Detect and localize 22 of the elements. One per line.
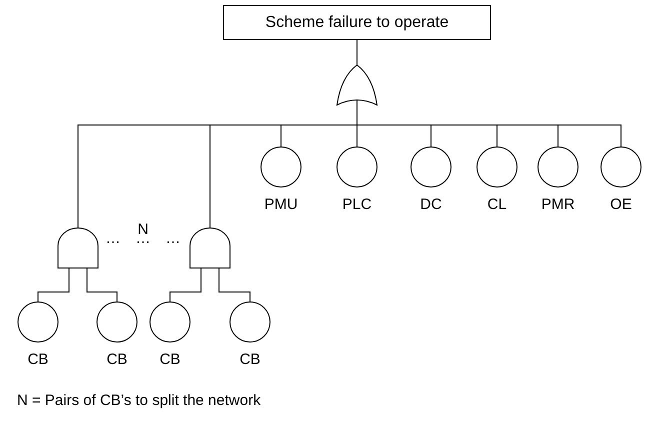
event-label: DC xyxy=(420,196,442,213)
ellipsis-text: … xyxy=(106,230,120,247)
and-gate-symbol xyxy=(58,228,98,268)
event-label: CB xyxy=(28,351,48,368)
connector-line xyxy=(356,40,358,66)
event-label: CB xyxy=(160,351,180,368)
top-event-box: Scheme failure to operate xyxy=(223,5,491,40)
caption: N = Pairs of CB’s to split the network xyxy=(17,392,261,409)
and-gate-symbol xyxy=(190,228,230,268)
event-label: CB xyxy=(240,351,260,368)
connector-line xyxy=(170,268,202,302)
event-label: PMU xyxy=(264,196,298,213)
or-gate-symbol xyxy=(337,65,377,105)
event-label: OE xyxy=(610,196,632,213)
event-label: CL xyxy=(487,196,507,213)
connector-line xyxy=(86,268,118,302)
event-label: PLC xyxy=(342,196,372,213)
event-label: PMR xyxy=(541,196,575,213)
event-label: CB xyxy=(106,351,128,368)
connector-line xyxy=(38,268,70,302)
connector-line xyxy=(218,268,250,302)
ellipsis-text: … xyxy=(166,230,180,247)
